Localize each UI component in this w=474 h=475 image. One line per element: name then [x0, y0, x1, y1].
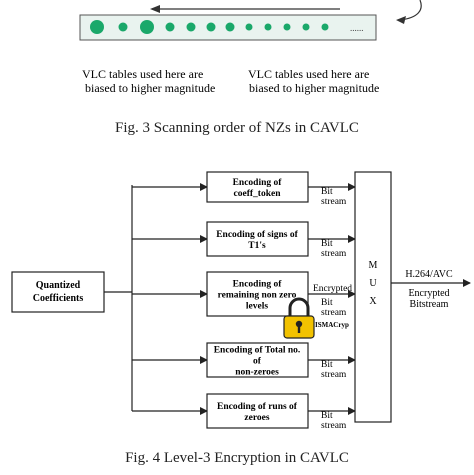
label-right-line1: VLC tables used here are [248, 67, 369, 81]
fig4-caption: Fig. 4 Level-3 Encryption in CAVLC [125, 450, 349, 466]
coefficient-dot [140, 20, 154, 34]
coefficient-dot [206, 22, 216, 32]
encoding-label: Encoding of [233, 280, 283, 290]
input-box [11, 271, 105, 313]
fig4-diagram: Quantized Coefficients Encoding ofcoeff_… [11, 171, 471, 431]
mux-letter-x: X [369, 296, 377, 307]
lock-icon [283, 297, 315, 339]
coefficient-dot [225, 22, 235, 32]
encoding-box [206, 171, 309, 203]
coefficient-dot [321, 23, 329, 31]
encoding-label: T1's [248, 241, 266, 251]
ellipsis: ...... [350, 23, 364, 33]
mux-letter-u: U [369, 278, 377, 289]
bitstream-label: stream [321, 421, 347, 431]
label-right-line2: biased to higher magnitude [249, 81, 379, 95]
bitstream-label: Bit [321, 411, 333, 421]
coefficient-dot [264, 23, 272, 31]
label-left-line2: biased to higher magnitude [85, 81, 215, 95]
encoding-label: zeroes [244, 413, 269, 423]
scan-arrow-head [150, 5, 160, 13]
fig3-caption: Fig. 3 Scanning order of NZs in CAVLC [115, 120, 359, 136]
coefficient-dot [165, 22, 175, 32]
bitstream-label: Bit [321, 239, 333, 249]
encoding-label: levels [246, 302, 268, 312]
curved-return-arrow [399, 0, 422, 21]
lock-label: ISMACryp [315, 321, 349, 329]
coefficient-dots [90, 20, 329, 34]
coefficient-dot [90, 20, 104, 34]
bitstream-label: Bit [321, 298, 333, 308]
bitstream-label: stream [321, 249, 347, 259]
encoding-label: of [253, 357, 262, 367]
bitstream-label: stream [321, 370, 347, 380]
encoding-label: Encoding of Total no. [214, 346, 301, 356]
output-label: H.264/AVC [405, 269, 453, 280]
coefficient-dot [302, 23, 310, 31]
encoding-label: remaining non zero [218, 291, 297, 301]
encoding-label: non-zeroes [235, 368, 279, 378]
bitstream-label: stream [321, 308, 347, 318]
label-left-line1: VLC tables used here are [82, 67, 203, 81]
encoding-label: Encoding of signs of [216, 230, 298, 240]
bitstream-label: Bit [321, 187, 333, 197]
coefficient-dot [118, 22, 128, 32]
encoding-box [206, 342, 309, 378]
coefficient-dot [283, 23, 291, 31]
encoding-label: coeff_token [234, 189, 282, 199]
fig3-diagram: ...... VLC tables used here are biased t… [79, 0, 422, 95]
encoding-label: Encoding of [233, 178, 283, 188]
curved-arrow-head [396, 16, 406, 24]
bitstream-label: Bit [321, 360, 333, 370]
output-sub-line1: Encrypted [408, 288, 449, 299]
encoding-box [206, 221, 309, 257]
encoding-box [206, 393, 309, 429]
mux-letter-m: M [369, 260, 378, 271]
bitstream-label: stream [321, 197, 347, 207]
coefficient-dot [245, 23, 253, 31]
output-sub-line2: Bitstream [410, 299, 449, 310]
coefficient-dot [186, 22, 196, 32]
encrypted-label: Encrypted [313, 284, 352, 294]
mux-box [354, 171, 392, 423]
encoding-label: Encoding of runs of [217, 402, 298, 412]
input-line2: Coefficients [33, 293, 84, 304]
input-line1: Quantized [36, 280, 81, 291]
